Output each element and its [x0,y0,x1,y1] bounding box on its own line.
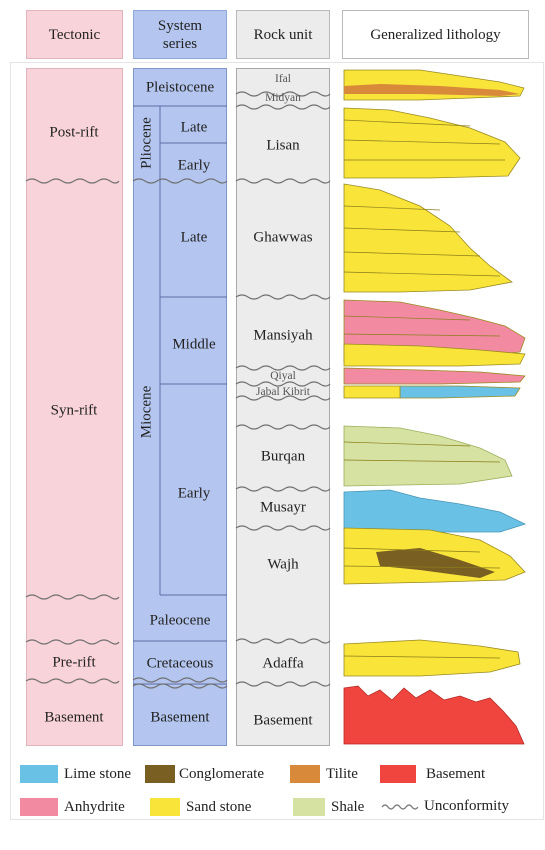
system-miocene-early: Early [178,486,210,503]
rock-unconformity-12 [236,682,330,686]
system-pliocene-late: Late [181,120,208,137]
rock-unit-ifal: Ifal [275,73,291,85]
shale-label: Shale [331,799,364,816]
lime-stone-label: Lime stone [64,766,131,783]
legend-tilite: Tilite [290,765,358,783]
rock-unconformity-3 [236,179,330,183]
tectonic-unconformity-3 [26,640,119,644]
rock-unit-midyan: Midyan [265,92,301,104]
anhydrite-label: Anhydrite [64,799,125,816]
rock-unit-musayr: Musayr [260,500,306,517]
basement-swatch [380,765,416,783]
rock-unit-burqan: Burqan [261,449,305,466]
sand-stone-swatch [150,798,180,816]
qiyal-anhydrite [344,368,525,384]
basement-label: Basement [426,766,485,783]
legend-conglomerate: Conglomerate [145,765,264,783]
rock-unconformity-4 [236,295,330,299]
unconformity-label: Unconformity [424,798,509,815]
rock-unconformity-11 [236,639,330,643]
rock-unit-wajh: Wajh [267,557,298,574]
tectonic-basement: Basement [44,710,103,727]
rock-unconformity-9 [236,487,330,491]
legend-anhydrite: Anhydrite [20,798,125,816]
burqan-shale [344,426,512,486]
tilite-swatch [290,765,320,783]
shale-swatch [293,798,325,816]
rock-unit-qiyal: Qiyal [270,370,296,382]
system-miocene: Miocene [139,386,156,438]
rock-unit-lisan: Lisan [266,138,299,155]
tectonic-unconformity-4 [26,679,119,683]
tectonic-unconformity-1 [26,179,119,183]
rock-unit-ghawwas: Ghawwas [253,230,312,247]
tectonic-post-rift: Post-rift [49,125,98,142]
tectonic-pre-rift: Pre-rift [52,655,95,672]
system-miocene-late: Late [181,230,208,247]
rock-unit-adaffa: Adaffa [262,656,303,673]
system-paleocene: Paleocene [150,613,211,630]
rock-unit-mansiyah: Mansiyah [253,328,312,345]
system-unconformity-1 [133,179,227,183]
system-miocene-middle: Middle [172,337,215,354]
rock-unit-basement: Basement [253,713,312,730]
jabal-kibrit-lime [400,386,520,398]
sand-stone-label: Sand stone [186,799,251,816]
system-basement: Basement [150,710,209,727]
conglomerate-label: Conglomerate [179,766,264,783]
rock-unit-jabal-kibrit: Jabal Kibrit [256,386,310,398]
rock-unconformity-8 [236,425,330,429]
conglomerate-swatch [145,765,175,783]
tilite-label: Tilite [326,766,358,783]
system-pleistocene: Pleistocene [146,80,214,97]
legend-shale: Shale [293,798,364,816]
lisan-sand [344,108,520,178]
system-unconformity-2 [133,678,227,682]
legend-basement: Basement [380,765,485,783]
system-cretaceous: Cretaceous [147,656,214,673]
legend-unconformity: Unconformity [381,798,509,815]
legend-lime-stone: Lime stone [20,765,131,783]
lithology-column [344,70,525,744]
unconformity-swatch [381,802,421,812]
anhydrite-swatch [20,798,58,816]
legend-sand-stone: Sand stone [150,798,251,816]
system-pliocene: Pliocene [139,117,156,169]
system-pliocene-early: Early [178,158,210,175]
rock-unconformity-2 [236,105,330,109]
basement-fill [344,686,524,744]
system-unconformity-3 [133,684,227,688]
jabal-kibrit-sand [344,386,400,398]
lime-stone-swatch [20,765,58,783]
tectonic-syn-rift: Syn-rift [51,403,98,420]
rock-unconformity-10 [236,526,330,530]
musayr-lime [344,490,525,532]
tectonic-unconformity-2 [26,595,119,599]
